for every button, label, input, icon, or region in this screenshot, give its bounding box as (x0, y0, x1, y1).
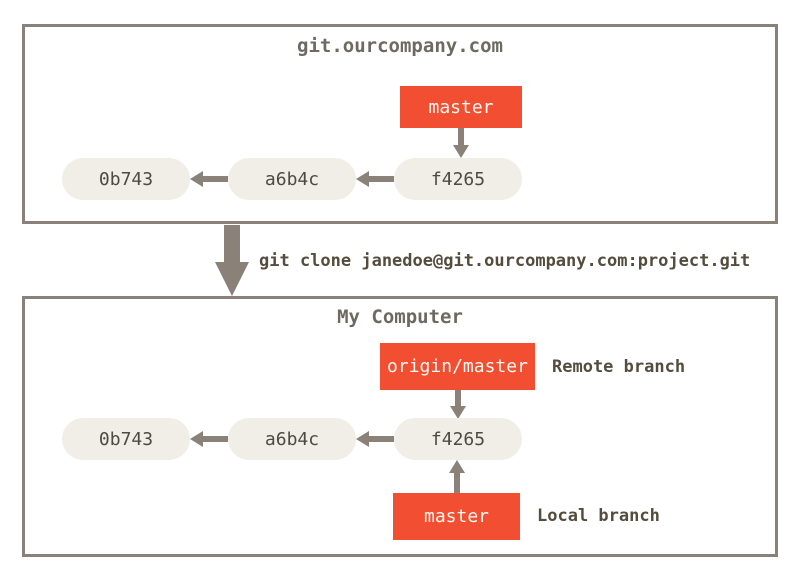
remote-server-box (22, 24, 778, 224)
commit-id: f4265 (430, 428, 486, 450)
commit-node: 0b743 (62, 158, 190, 200)
remote-branch-annotation: Remote branch (552, 357, 686, 377)
commit-id: a6b4c (264, 168, 320, 190)
origin-master-branch-label: origin/master (387, 356, 528, 377)
local-branch-annotation: Local branch (537, 506, 660, 526)
commit-parent-arrow-shaft (203, 436, 228, 442)
clone-arrow-head (215, 262, 249, 296)
commit-parent-arrow-head (190, 431, 203, 447)
clone-command-text: git clone janedoe@git.ourcompany.com:pro… (259, 251, 751, 271)
commit-node: a6b4c (228, 158, 356, 200)
local-master-pointer-arrow-head (449, 460, 465, 473)
remote-master-branch-label: master (428, 96, 494, 118)
commit-id: 0b743 (98, 168, 154, 190)
clone-arrow-shaft (224, 225, 240, 262)
commit-id: f4265 (430, 168, 486, 190)
commit-parent-arrow-head (356, 171, 369, 187)
commit-id: 0b743 (98, 428, 154, 450)
remote-master-branch-box: master (400, 86, 522, 128)
my-computer-title: My Computer (337, 306, 463, 328)
remote-server-title: git.ourcompany.com (297, 35, 503, 57)
origin-master-pointer-arrow-shaft (455, 390, 461, 406)
commit-node: f4265 (394, 418, 522, 460)
my-computer-box (22, 296, 778, 557)
commit-parent-arrow-head (190, 171, 203, 187)
local-master-branch-label: master (423, 506, 490, 527)
commit-node: 0b743 (62, 418, 190, 460)
commit-node: a6b4c (228, 418, 356, 460)
local-master-branch-box: master (393, 493, 520, 540)
remote-master-pointer-arrow-head (453, 145, 469, 158)
commit-id: a6b4c (264, 428, 320, 450)
origin-master-pointer-arrow-head (450, 406, 466, 419)
commit-parent-arrow-shaft (203, 176, 228, 182)
origin-master-branch-box: origin/master (380, 343, 535, 390)
remote-master-pointer-arrow-shaft (458, 128, 464, 145)
commit-parent-arrow-head (356, 431, 369, 447)
commit-parent-arrow-shaft (369, 436, 394, 442)
commit-node: f4265 (394, 158, 522, 200)
local-master-pointer-arrow-shaft (454, 473, 460, 493)
commit-parent-arrow-shaft (369, 176, 394, 182)
